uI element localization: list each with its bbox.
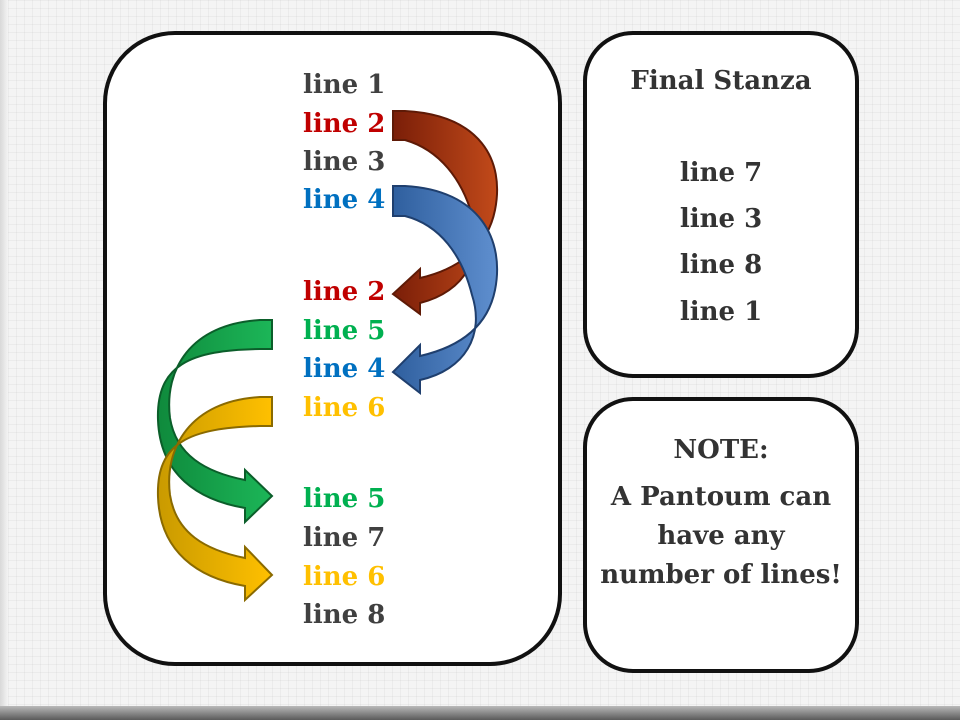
stanza-2-line-2: line 5 <box>303 316 386 346</box>
final-stanza-line-3: line 8 <box>679 250 763 280</box>
stanza-1-line-4: line 4 <box>303 185 386 215</box>
stanza-3-line-4: line 8 <box>303 600 386 630</box>
stanza-panel <box>103 31 562 666</box>
stanza-2-line-3: line 4 <box>303 354 386 384</box>
stanza-3-line-3: line 6 <box>303 562 386 592</box>
stanza-3-line-2: line 7 <box>303 523 386 553</box>
final-stanza-line-4: line 1 <box>679 297 763 327</box>
stanza-1-line-1: line 1 <box>303 70 386 100</box>
final-stanza-title: Final Stanza <box>630 66 812 96</box>
arrow-line-5 <box>156 319 274 525</box>
stanza-2-line-4: line 6 <box>303 393 386 423</box>
slide-left-edge <box>0 0 8 720</box>
final-stanza-line-1: line 7 <box>679 158 763 188</box>
final-stanza-line-2: line 3 <box>679 204 763 234</box>
stanza-3-line-1: line 5 <box>303 484 386 514</box>
note-heading: NOTE: <box>673 435 769 465</box>
stanza-1-line-3: line 3 <box>303 147 386 177</box>
arrow-line-6 <box>156 396 274 603</box>
slide-bottom-edge <box>0 706 960 720</box>
arrow-line-2 <box>391 110 499 316</box>
note-body: A Pantoum can have any number of lines! <box>600 482 842 590</box>
note-panel <box>583 397 859 673</box>
stanza-2-line-1: line 2 <box>303 277 386 307</box>
final-stanza-panel <box>583 31 859 378</box>
arrow-line-4 <box>391 185 499 396</box>
stanza-1-line-2: line 2 <box>303 109 386 139</box>
